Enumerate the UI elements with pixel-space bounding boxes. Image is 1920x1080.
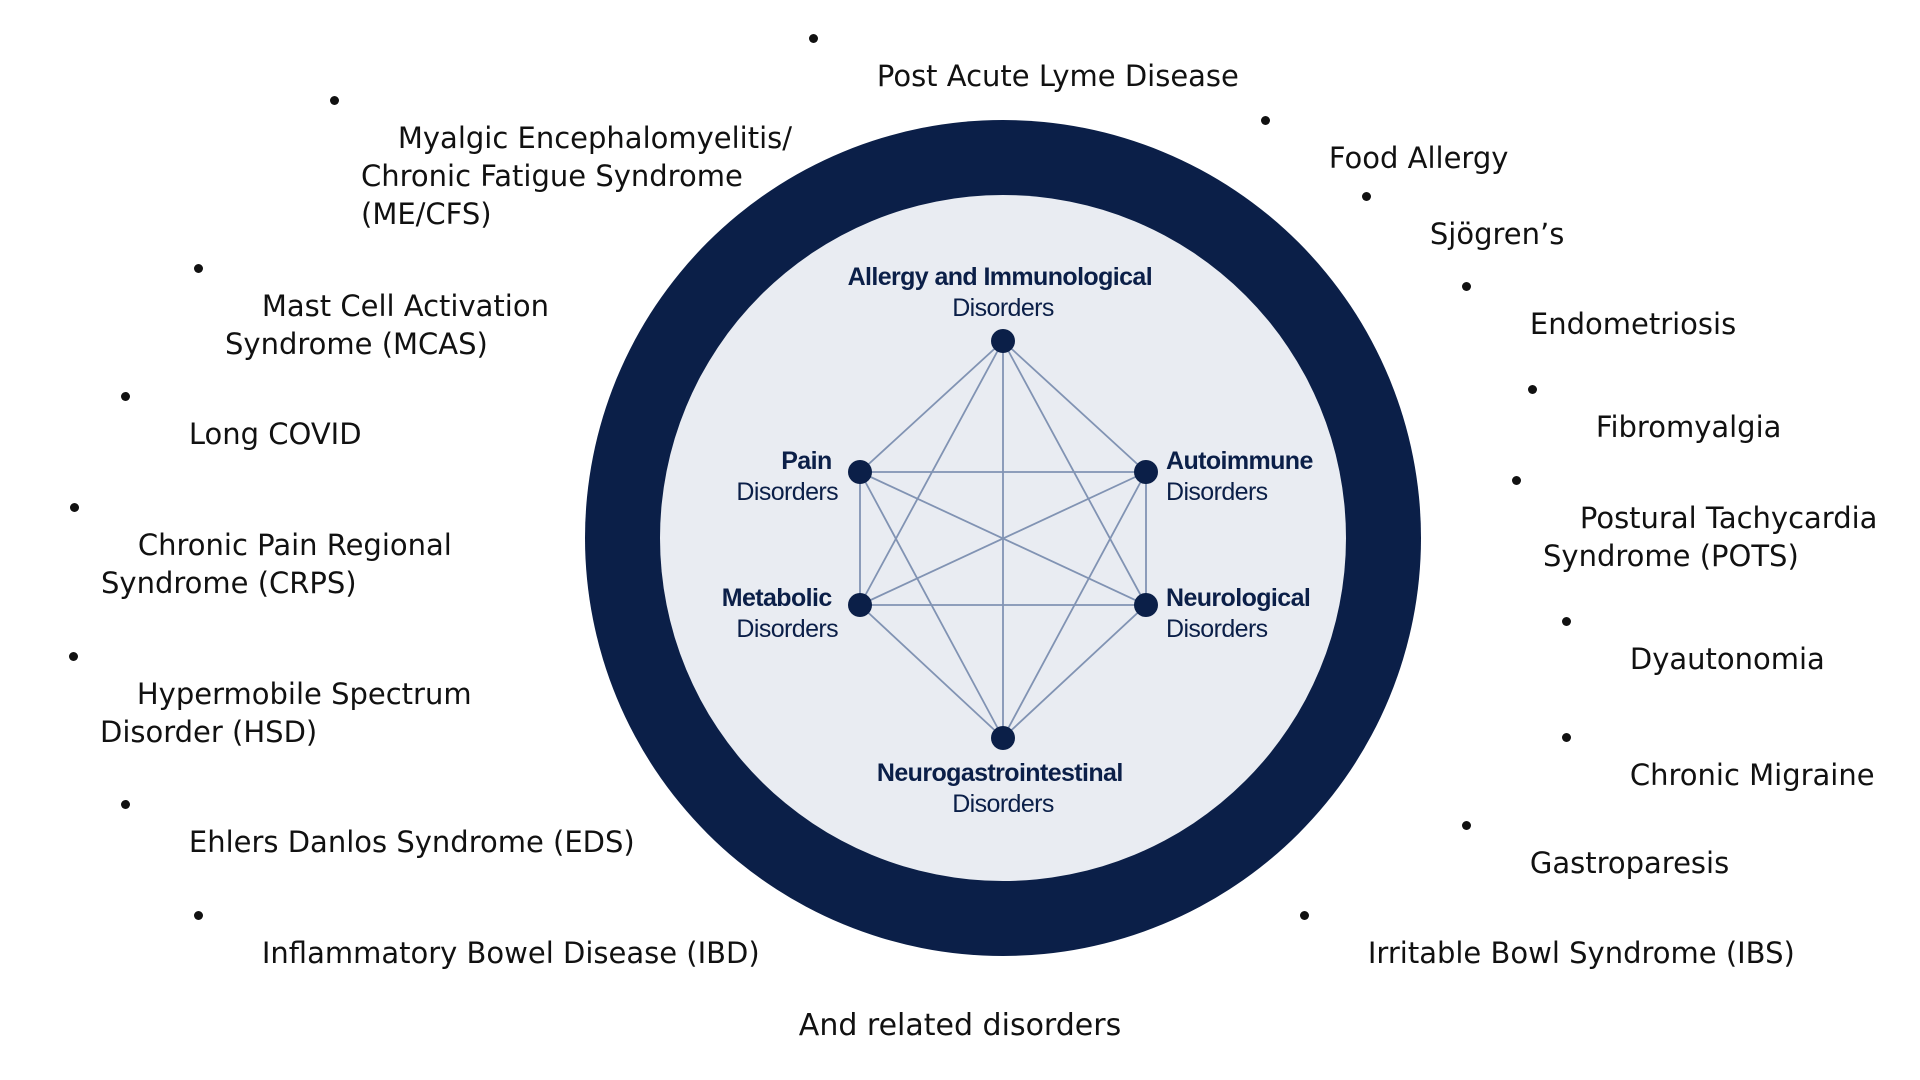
bullet-dot [121,392,130,401]
condition-text: Long COVID [188,417,362,451]
category-sub-neurological: Disorders [1166,615,1268,643]
condition-text: Sjögren’s [1429,217,1565,251]
category-sub-autoimmune: Disorders [1166,478,1268,506]
category-sub-neurogastro: Disorders [952,790,1054,818]
condition-gastroparesis: Gastroparesis [1462,806,1730,920]
bullet-dot [1528,385,1537,394]
category-label-autoimmune: Autoimmune Disorders [1166,447,1319,506]
connector-neurogastro-pain [859,471,1004,739]
connector-neurological-neurogastro [1002,604,1147,739]
connector-lines [859,340,1147,739]
condition-hsd: Hypermobile Spectrum Disorder (HSD) [69,637,472,789]
connector-allergy-autoimmune [1002,340,1147,473]
category-bold-metabolic: Metabolic [722,584,833,612]
condition-sjogrens: Sjögren’s [1362,177,1565,291]
condition-text: Fibromyalgia [1595,410,1782,444]
node-autoimmune [1134,460,1158,484]
condition-text: Inflammatory Bowel Disease (IBD) [261,936,760,970]
condition-text: Post Acute Lyme Disease [876,59,1239,93]
condition-long-covid: Long COVID [121,377,362,491]
condition-chronic-migraine: Chronic Migraine [1562,718,1875,832]
condition-endometriosis: Endometriosis [1462,267,1737,381]
bullet-dot [809,34,818,43]
connector-neurological-pain [859,471,1147,606]
condition-text: Ehlers Danlos Syndrome (EDS) [188,825,635,859]
condition-ibs: Irritable Bowl Syndrome (IBS) [1300,896,1795,1010]
category-label-neurological: Neurological Disorders [1166,584,1317,643]
category-bold-neurogastro: Neurogastrointestinal [877,759,1123,787]
node-metabolic [848,593,872,617]
category-sub-metabolic: Disorders [736,615,838,643]
bullet-dot [194,911,203,920]
bullet-dot [1562,617,1571,626]
condition-ibd: Inflammatory Bowel Disease (IBD) [194,896,760,1010]
category-label-metabolic: Metabolic Disorders [722,584,838,643]
category-sub-pain: Disorders [736,478,838,506]
condition-text: Gastroparesis [1529,846,1730,880]
condition-eds: Ehlers Danlos Syndrome (EDS) [121,785,635,899]
condition-pots: Postural Tachycardia Syndrome (POTS) [1512,461,1878,613]
condition-dyautonomia: Dyautonomia [1562,602,1825,716]
connector-allergy-pain [859,340,1004,473]
condition-text: Food Allergy [1328,141,1509,175]
condition-mcas: Mast Cell Activation Syndrome (MCAS) [194,249,549,401]
condition-text: Chronic Migraine [1629,758,1875,792]
bullet-dot [1362,192,1371,201]
category-bold-autoimmune: Autoimmune [1166,447,1313,475]
category-bold-neurological: Neurological [1166,584,1310,612]
connector-allergy-neurological [1002,340,1147,606]
connector-allergy-metabolic [859,340,1004,606]
condition-text: Chronic Pain Regional Syndrome (CRPS) [101,528,452,600]
bullet-dot [1261,116,1270,125]
bullet-dot [194,264,203,273]
bullet-dot [330,96,339,105]
condition-fibromyalgia: Fibromyalgia [1528,370,1782,484]
node-neurogastro [991,726,1015,750]
category-label-pain: Pain Disorders [736,447,838,506]
condition-text: Irritable Bowl Syndrome (IBS) [1367,936,1795,970]
condition-text: Endometriosis [1529,307,1737,341]
category-label-allergy: Allergy and Immunological Disorders [848,263,1159,322]
category-bold-pain: Pain [781,447,831,475]
bullet-dot [121,800,130,809]
condition-food-allergy: Food Allergy [1261,101,1509,215]
node-pain [848,460,872,484]
condition-post-acute-lyme: Post Acute Lyme Disease [809,19,1239,133]
condition-text: Hypermobile Spectrum Disorder (HSD) [100,677,472,749]
condition-text: Dyautonomia [1629,642,1825,676]
condition-crps: Chronic Pain Regional Syndrome (CRPS) [70,488,452,640]
bullet-dot [1300,911,1309,920]
bullet-dot [1562,733,1571,742]
bullet-dot [1512,476,1521,485]
condition-text: Postural Tachycardia Syndrome (POTS) [1543,501,1878,573]
bullet-dot [70,503,79,512]
condition-text: Mast Cell Activation Syndrome (MCAS) [225,289,549,361]
footer-note: And related disorders [798,1008,1122,1043]
node-allergy [991,329,1015,353]
condition-me-cfs: Myalgic Encephalomyelitis/ Chronic Fatig… [330,81,793,271]
condition-text: Myalgic Encephalomyelitis/ Chronic Fatig… [361,121,793,231]
node-neurological [1134,593,1158,617]
connector-neurogastro-metabolic [859,604,1004,739]
bullet-dot [1462,282,1471,291]
category-label-neurogastro: Neurogastrointestinal Disorders [877,759,1129,818]
category-nodes [848,329,1158,750]
category-bold-allergy: Allergy and Immunological [848,263,1153,291]
category-sub-allergy: Disorders [952,294,1054,322]
bullet-dot [69,652,78,661]
bullet-dot [1462,821,1471,830]
